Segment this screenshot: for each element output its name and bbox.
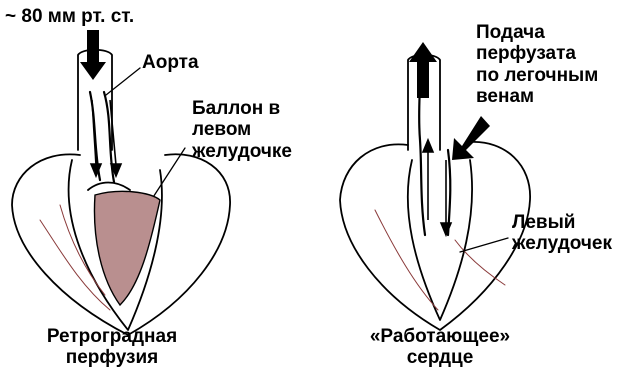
outflow-arrow-up: [409, 42, 437, 98]
right-ventricle-outline: [408, 160, 472, 320]
balloon-label-line3: желудочке: [192, 141, 292, 162]
working-heart-caption-line1: «Работающее»: [340, 326, 540, 347]
right-catheter-up: [419, 80, 425, 235]
left-valve-line: [88, 183, 130, 191]
retrograde-caption: Ретроградная перфузия: [12, 326, 212, 369]
left-ventricle-line2: желудочек: [512, 233, 612, 254]
perfusate-supply-line2: перфузата: [476, 43, 598, 64]
aorta-label: Аорта: [142, 52, 199, 73]
working-heart-caption: «Работающее» сердце: [340, 326, 540, 369]
inflow-arrow-diagonal: [452, 116, 490, 160]
balloon-shape: [94, 191, 160, 305]
perfusate-supply-line1: Подача: [476, 22, 598, 43]
pressure-label: ~ 80 мм рт. ст.: [5, 6, 134, 27]
retrograde-caption-line2: перфузия: [12, 347, 212, 368]
balloon-label-line1: Баллон в: [192, 98, 292, 119]
retrograde-caption-line1: Ретроградная: [12, 326, 212, 347]
balloon-label: Баллон в левом желудочке: [192, 98, 292, 162]
left-ventricle-line1: Левый: [512, 212, 612, 233]
right-flow-arrows: [423, 140, 451, 235]
perfusate-supply-line3: по легочным: [476, 65, 598, 86]
right-heart-outline: [340, 142, 530, 330]
perfusate-supply-line4: венам: [476, 86, 598, 107]
perfusate-supply-label: Подача перфузата по легочным венам: [476, 22, 598, 107]
balloon-label-line2: левом: [192, 119, 292, 140]
left-ventricle-label: Левый желудочек: [512, 212, 612, 255]
pressure-arrow-down: [80, 30, 106, 80]
working-heart-caption-line2: сердце: [340, 347, 540, 368]
